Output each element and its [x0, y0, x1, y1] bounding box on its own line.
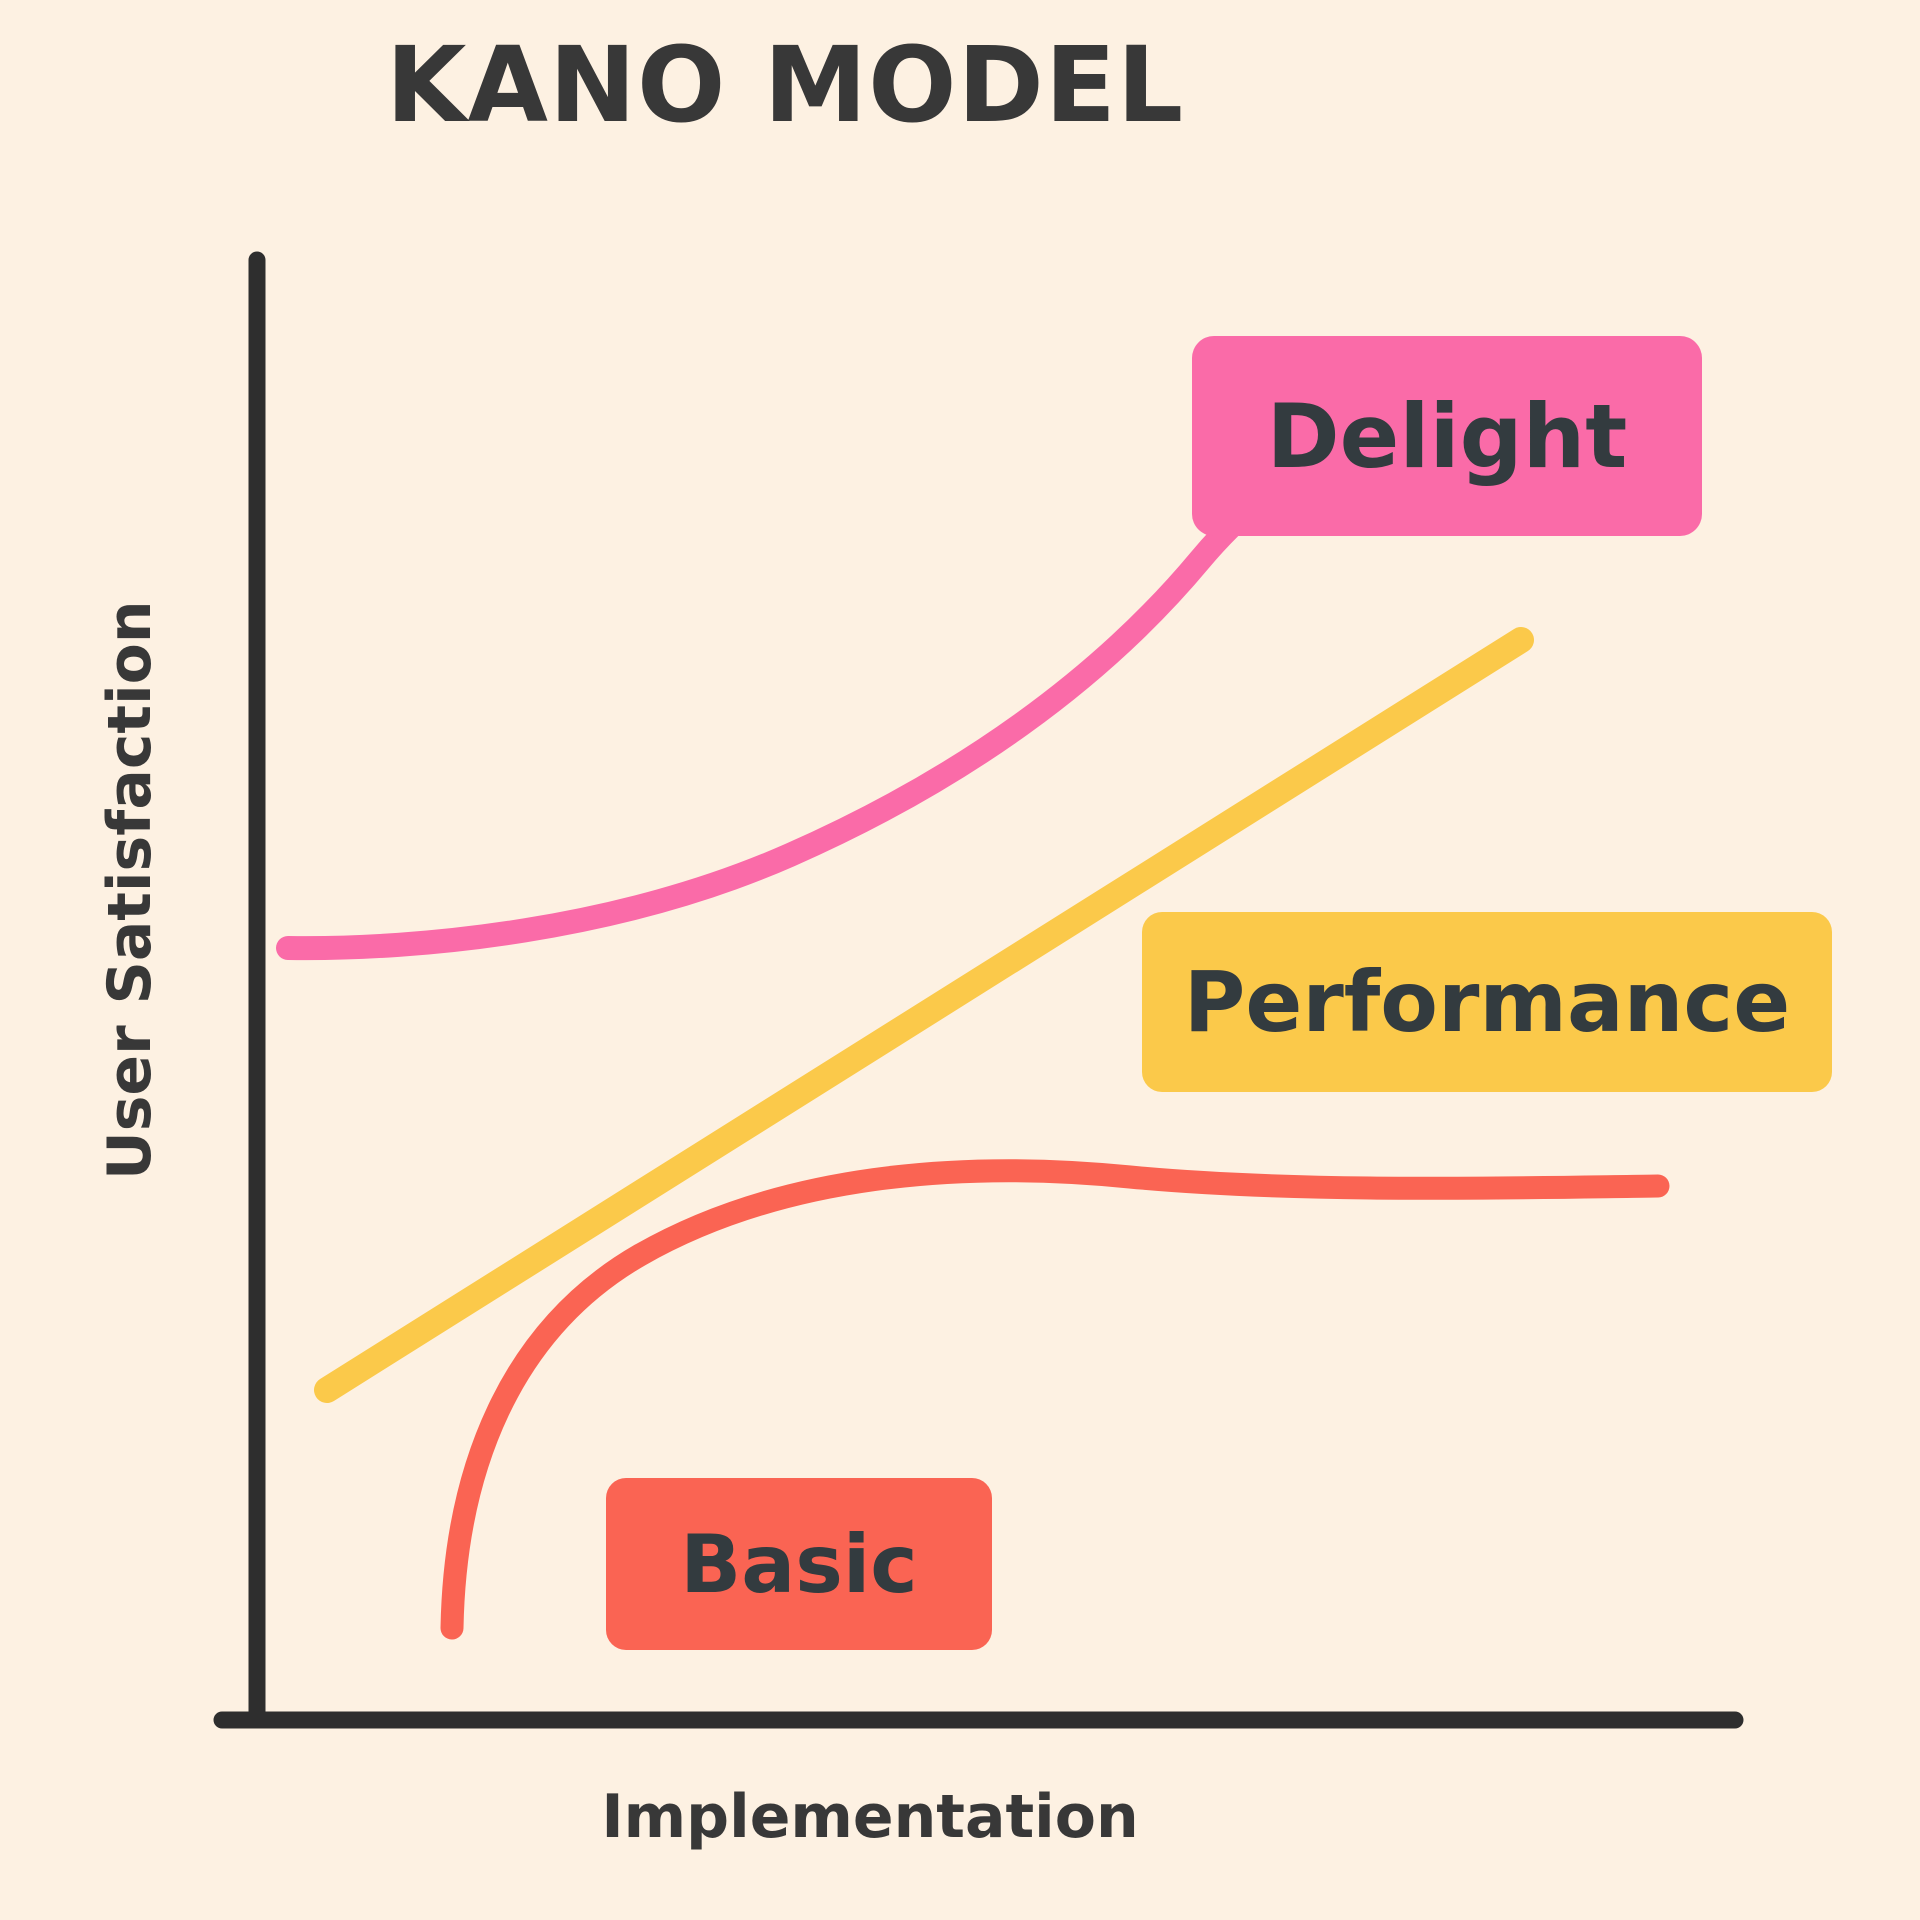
label-performance-text: Performance	[1183, 953, 1791, 1051]
x-axis-label: Implementation	[601, 1782, 1139, 1852]
label-performance[interactable]: Performance	[1142, 912, 1832, 1092]
label-basic-text: Basic	[680, 1517, 918, 1611]
performance-line	[314, 627, 1534, 1403]
y-axis-label: User Satisfaction	[95, 600, 165, 1180]
basic-curve-main	[440, 1159, 1670, 1640]
label-basic[interactable]: Basic	[606, 1478, 992, 1650]
page-title: KANO MODEL	[385, 24, 1185, 146]
delight-curve	[276, 438, 1348, 961]
label-delight[interactable]: Delight	[1192, 336, 1702, 536]
axes-group	[213, 251, 1744, 1729]
label-delight-text: Delight	[1266, 384, 1628, 488]
